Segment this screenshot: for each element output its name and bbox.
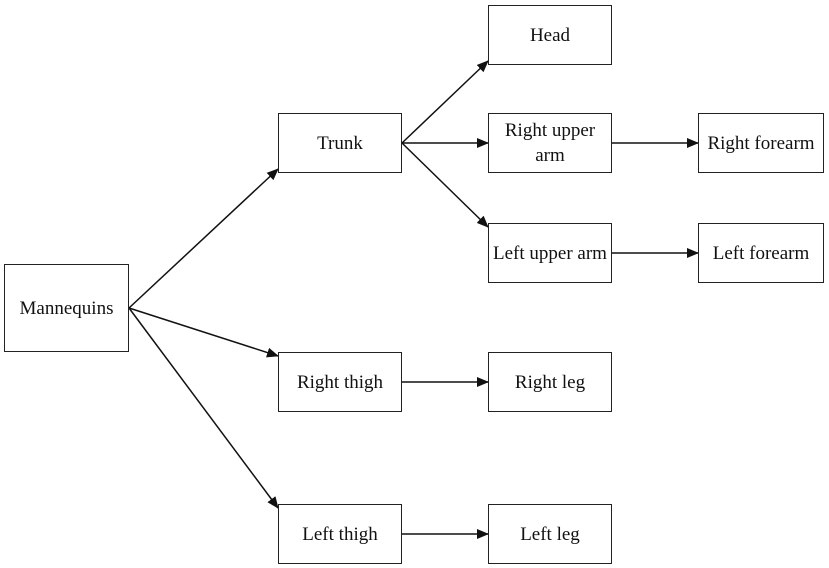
node-right-upper-arm: Right upper arm: [488, 113, 612, 173]
node-left-thigh: Left thigh: [278, 504, 402, 564]
node-right-thigh: Right thigh: [278, 352, 402, 412]
node-left-forearm: Left forearm: [698, 223, 824, 283]
node-head-label: Head: [529, 24, 571, 46]
node-right-leg-label: Right leg: [514, 371, 586, 393]
node-left-forearm-label: Left forearm: [712, 242, 810, 264]
node-trunk: Trunk: [278, 113, 402, 173]
node-right-leg: Right leg: [488, 352, 612, 412]
arrow-mannequins-to-right-thigh: [128, 307, 279, 358]
node-left-upper-arm-label: Left upper arm: [493, 242, 607, 264]
arrow-mannequins-to-left-thigh: [128, 307, 279, 509]
arrow-trunk-to-head: [401, 60, 489, 144]
arrow-trunk-to-left-upper-arm: [401, 142, 489, 228]
node-mannequins-label: Mannequins: [19, 297, 114, 319]
node-left-thigh-label: Left thigh: [302, 523, 378, 545]
node-right-thigh-label: Right thigh: [296, 371, 384, 393]
node-left-upper-arm: Left upper arm: [488, 223, 612, 283]
node-left-leg: Left leg: [488, 504, 612, 564]
node-right-forearm: Right forearm: [698, 113, 824, 173]
node-left-leg-label: Left leg: [520, 523, 580, 545]
node-trunk-label: Trunk: [317, 132, 363, 154]
node-right-forearm-label: Right forearm: [707, 132, 815, 154]
node-right-upper-arm-label: Right upper arm: [504, 120, 596, 166]
arrow-mannequins-to-trunk: [128, 168, 279, 309]
node-mannequins: Mannequins: [4, 264, 129, 352]
node-head: Head: [488, 5, 612, 65]
